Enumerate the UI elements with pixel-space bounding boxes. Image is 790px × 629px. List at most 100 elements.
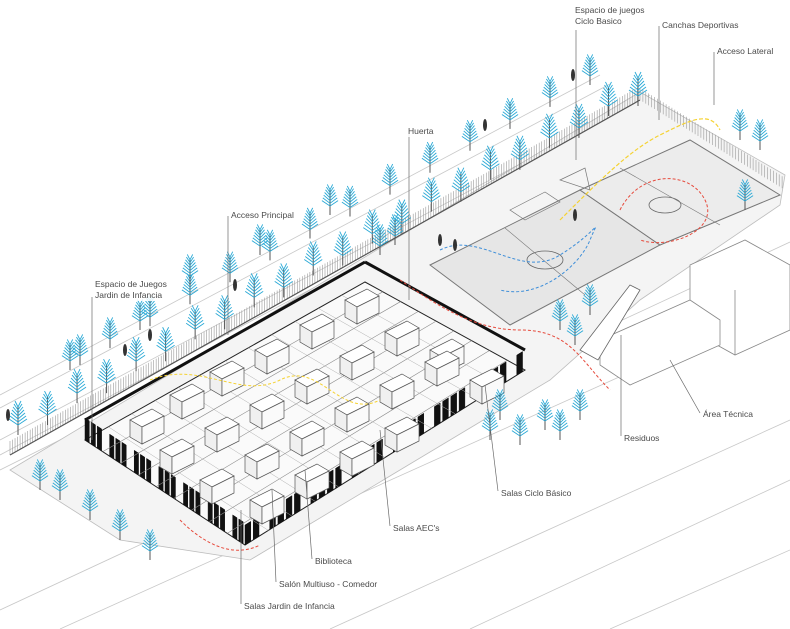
tree-branch <box>574 319 580 326</box>
tree-branch <box>519 416 524 423</box>
tree-branch <box>589 284 594 291</box>
tree-branch <box>69 339 74 346</box>
tree-branch <box>276 275 285 282</box>
tree-branch <box>516 414 521 421</box>
tree-branch <box>549 128 558 136</box>
path-red <box>179 519 261 551</box>
tree-branch <box>542 89 551 96</box>
rear-wall <box>84 260 366 422</box>
tree-branch <box>559 315 569 322</box>
tree-branch <box>389 163 394 170</box>
tree-branch <box>106 361 111 369</box>
tree-branch <box>223 262 231 269</box>
tree-branch <box>86 491 91 498</box>
tree-branch <box>469 125 475 132</box>
tree-branch <box>70 377 78 385</box>
tree-branch <box>53 479 61 486</box>
tree-branch <box>259 240 269 247</box>
tree-branch <box>101 364 107 372</box>
tree-branch <box>119 511 124 518</box>
tree-branch <box>135 336 140 344</box>
tree-branch <box>365 218 373 225</box>
tree-branch <box>586 54 591 61</box>
tree-branch <box>312 250 320 257</box>
tree-branch <box>544 119 550 127</box>
tree-branch <box>135 351 145 359</box>
tree-branch <box>513 144 521 152</box>
tree <box>381 163 399 195</box>
tree-branch <box>379 240 389 247</box>
tree-branch <box>372 237 381 244</box>
tree-branch <box>59 474 65 481</box>
tree-branch <box>395 208 403 215</box>
tree-branch <box>383 174 391 181</box>
tree-branch <box>139 312 148 319</box>
tree-branch <box>329 184 334 191</box>
tree-branch <box>600 96 609 104</box>
tree-branch <box>735 114 741 121</box>
tree-branch <box>126 354 137 362</box>
tree-branch <box>39 405 48 413</box>
tree-branch <box>549 131 559 139</box>
tree-branch <box>89 499 97 506</box>
tree-branch <box>72 347 81 354</box>
tree-branch <box>489 414 495 421</box>
tree-branch <box>544 399 549 406</box>
tree-branch <box>139 309 147 316</box>
tree-branch <box>36 461 41 468</box>
tree-branch <box>188 313 196 321</box>
tree-branch <box>79 350 89 357</box>
tree-branch <box>576 391 581 398</box>
tree-branch <box>582 67 591 74</box>
tree-branch <box>76 336 81 343</box>
tree-branch <box>217 306 225 314</box>
tree-branch <box>608 84 613 92</box>
tree <box>371 224 389 255</box>
tree-branch <box>759 124 765 131</box>
tree-branch <box>631 80 639 88</box>
tree-branch <box>244 291 255 298</box>
room-front <box>301 427 325 457</box>
tree-branch <box>466 122 471 129</box>
tree-branch <box>481 425 491 432</box>
tree-branch <box>389 166 394 173</box>
tree-branch <box>637 74 643 82</box>
tree-branch <box>189 289 199 296</box>
tree-branch <box>490 160 499 168</box>
tree-branch <box>559 312 568 319</box>
tree-branch <box>396 205 403 212</box>
tree-branch <box>483 157 491 165</box>
tree-branch <box>189 276 194 282</box>
tree-branch <box>181 270 191 277</box>
tree-branch <box>116 511 121 518</box>
room-front <box>346 403 370 433</box>
tree-branch <box>283 266 289 273</box>
facade-panel <box>84 417 90 444</box>
tree-branch <box>739 122 748 129</box>
tree-branch <box>482 422 491 429</box>
tree-branch <box>549 122 556 130</box>
tree-branch <box>506 100 511 107</box>
tree-branch <box>492 402 501 409</box>
tree-branch <box>308 244 314 251</box>
tree-branch <box>165 329 170 337</box>
tree-branch <box>349 188 354 195</box>
tree <box>261 229 279 261</box>
side-wall <box>364 260 526 352</box>
tree-branch <box>509 106 516 113</box>
tree-branch <box>283 272 291 279</box>
tree-branch <box>342 243 351 250</box>
tree-branch <box>306 207 311 214</box>
tree-branch <box>219 301 226 308</box>
tree-branch <box>326 186 331 193</box>
tree-branch <box>259 226 264 233</box>
tree-branch <box>100 367 107 375</box>
tree-branch <box>744 184 750 191</box>
tree-branch <box>303 259 314 266</box>
tree-branch <box>589 286 594 293</box>
tree-branch <box>637 89 648 97</box>
tree-branch <box>339 231 344 238</box>
tree-branch <box>76 377 84 385</box>
partition-line <box>224 360 386 458</box>
tree-branch <box>386 230 396 237</box>
